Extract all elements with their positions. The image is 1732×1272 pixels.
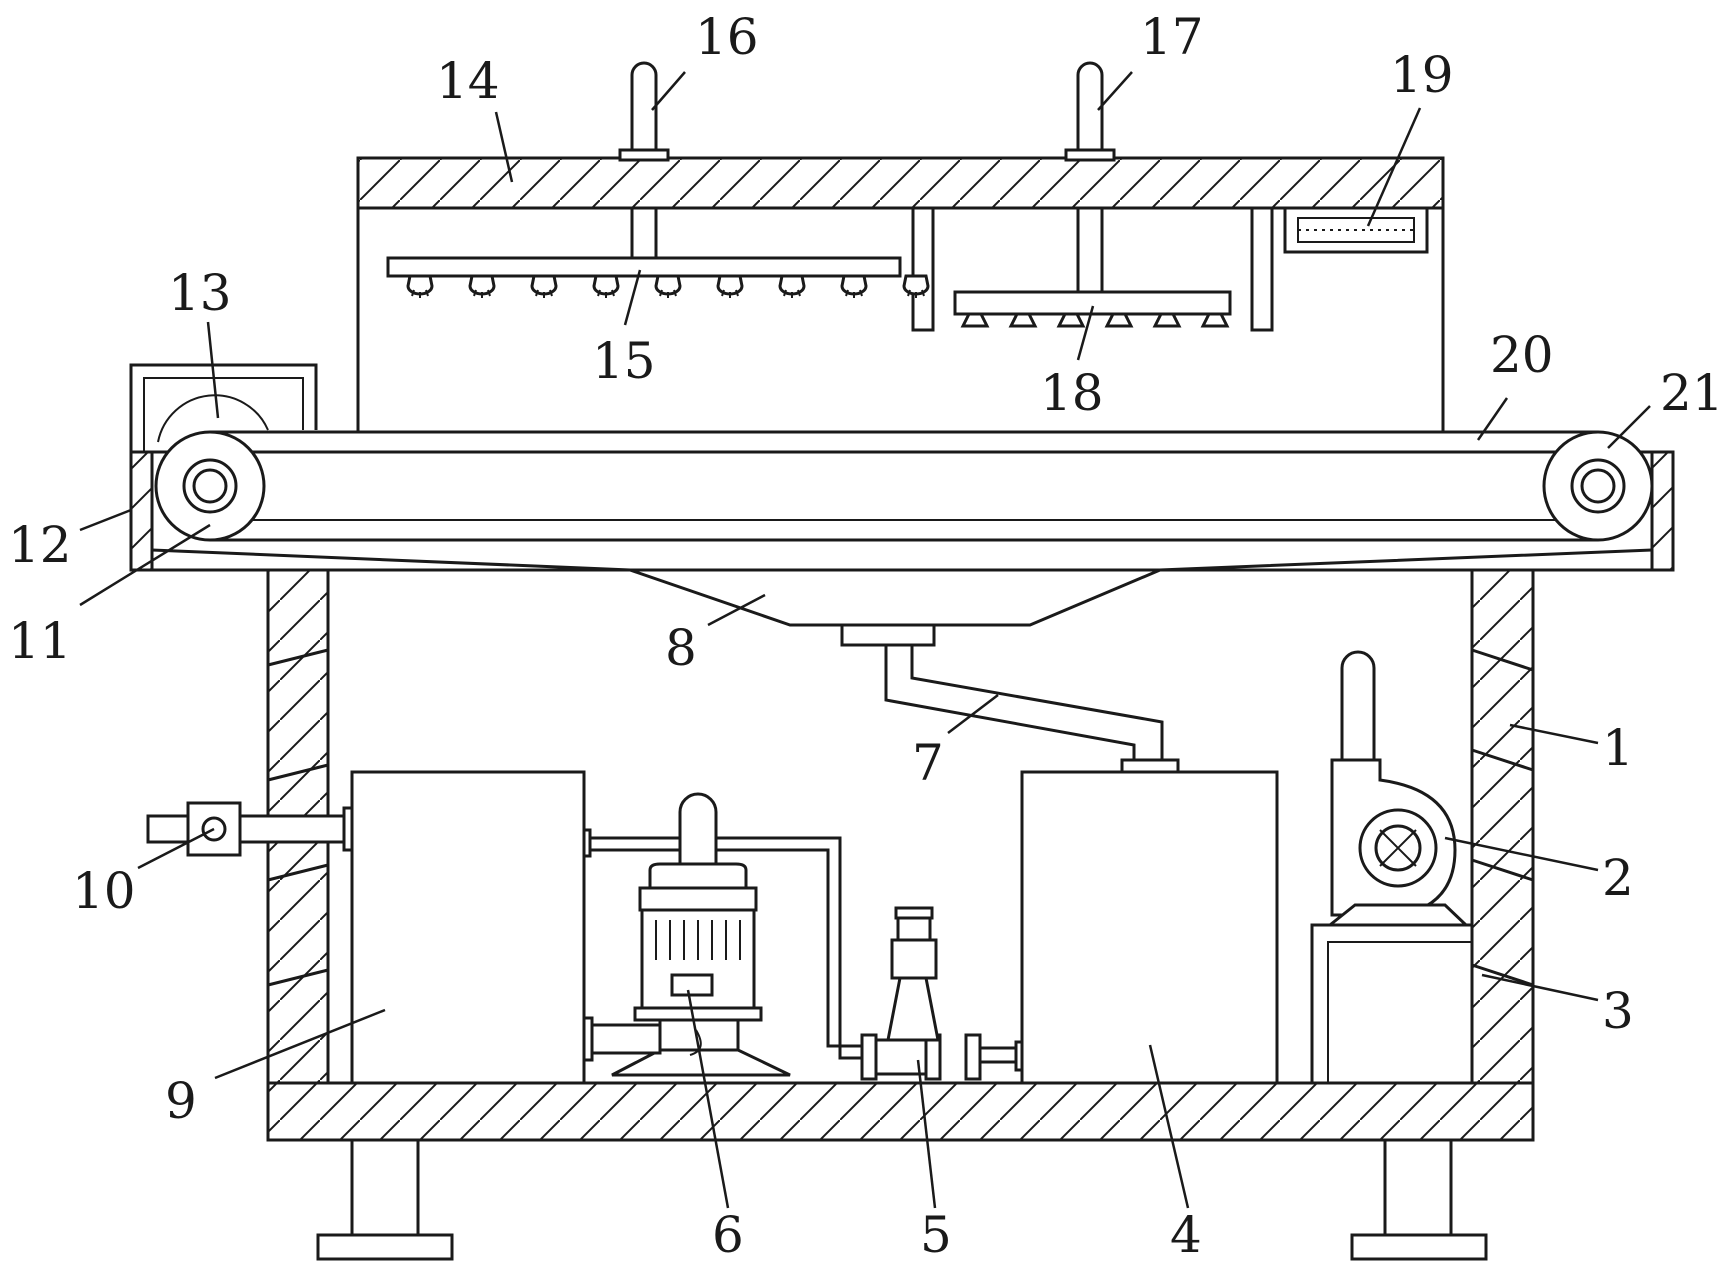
label-9: 9 (165, 1072, 197, 1130)
spray-nozzle (842, 276, 866, 298)
label-8: 8 (665, 619, 697, 677)
spray-nozzle (408, 276, 432, 298)
air-nozzles (963, 314, 1227, 326)
label-14: 14 (436, 52, 500, 110)
label-2: 2 (1602, 849, 1634, 907)
housing-right-wall (1472, 570, 1533, 1083)
label-12: 12 (8, 516, 72, 574)
label-1: 1 (1602, 719, 1634, 777)
spray-nozzle (904, 276, 928, 298)
blower-stand (1312, 925, 1472, 1083)
label-3: 3 (1602, 982, 1634, 1040)
settling-tank (1022, 772, 1277, 1083)
collection-hopper (152, 550, 1652, 645)
legs (318, 1140, 1486, 1259)
spray-nozzles (408, 276, 928, 298)
hood-top-plate (358, 158, 1443, 208)
spray-nozzle (594, 276, 618, 298)
label-6: 6 (712, 1206, 744, 1264)
label-5: 5 (920, 1206, 952, 1264)
label-11: 11 (8, 612, 72, 670)
motor-pump (584, 794, 790, 1075)
label-21: 21 (1660, 364, 1724, 422)
label-13: 13 (168, 264, 232, 322)
label-19: 19 (1390, 46, 1454, 104)
spray-nozzle (470, 276, 494, 298)
conveyor (131, 432, 1673, 570)
air-nozzle (1107, 314, 1131, 326)
label-17: 17 (1140, 8, 1204, 66)
air-nozzle (1011, 314, 1035, 326)
label-7: 7 (912, 734, 944, 792)
label-4: 4 (1170, 1206, 1202, 1264)
spray-nozzle (718, 276, 742, 298)
filter-element (1285, 208, 1427, 252)
label-10: 10 (72, 862, 136, 920)
air-nozzle (963, 314, 987, 326)
left-roller (156, 432, 264, 540)
air-nozzle (1155, 314, 1179, 326)
blower (1330, 652, 1466, 925)
upper-hood (358, 158, 1443, 432)
label-15: 15 (592, 332, 656, 390)
spray-nozzle (656, 276, 680, 298)
conveyor-left-bracket (131, 452, 152, 570)
air-nozzle (1203, 314, 1227, 326)
right-roller (1544, 432, 1652, 540)
spray-nozzle (780, 276, 804, 298)
label-18: 18 (1040, 364, 1104, 422)
conveyor-right-bracket (1652, 452, 1673, 570)
label-20: 20 (1490, 326, 1554, 384)
spray-nozzle (532, 276, 556, 298)
housing-bottom-wall (268, 1083, 1533, 1140)
water-tank (352, 772, 584, 1083)
label-16: 16 (695, 8, 759, 66)
air-nozzle (1059, 314, 1083, 326)
